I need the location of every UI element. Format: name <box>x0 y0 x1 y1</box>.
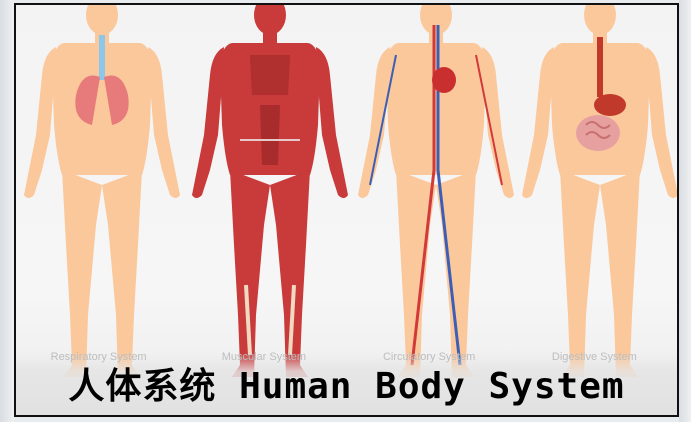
right-backdrop <box>679 0 691 422</box>
muscular-figure <box>192 5 348 377</box>
circulatory-figure <box>358 5 514 377</box>
page-title: 人体系统 Human Body System <box>16 357 677 409</box>
digestive-figure <box>522 5 678 377</box>
diagram-frame: Respiratory System Muscular System Circu… <box>14 3 679 417</box>
left-backdrop <box>0 0 14 422</box>
respiratory-figure <box>24 5 180 377</box>
